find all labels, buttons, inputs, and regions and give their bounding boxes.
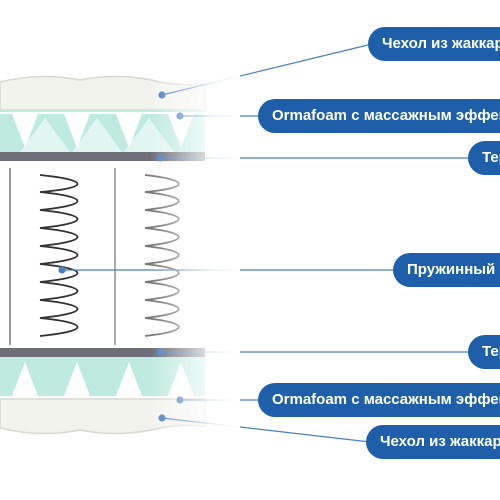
label-felt-top: Термовойлок: [468, 141, 500, 175]
spring-coil: [39, 174, 79, 337]
label-cover-top: Чехол из жаккарда: [368, 27, 500, 61]
bottom-cover-layer: [0, 398, 206, 435]
label-foam-bottom: Ormafoam с массажным эффектом: [258, 383, 500, 417]
spring-coil: [144, 174, 180, 337]
label-cover-bottom: Чехол из жаккарда: [366, 425, 500, 459]
top-felt-layer: [0, 152, 205, 161]
bottom-felt-layer: [0, 348, 205, 357]
label-felt-bottom: Термовойлок: [468, 335, 500, 369]
label-springs: Пружинный блок: [393, 253, 500, 287]
top-foam-layer: [0, 110, 205, 152]
label-foam-top: Ormafoam с массажным эффектом: [258, 99, 500, 133]
bottom-foam-layer: [0, 357, 205, 399]
top-cover-layer: [0, 75, 206, 111]
spring-block: [9, 168, 180, 345]
